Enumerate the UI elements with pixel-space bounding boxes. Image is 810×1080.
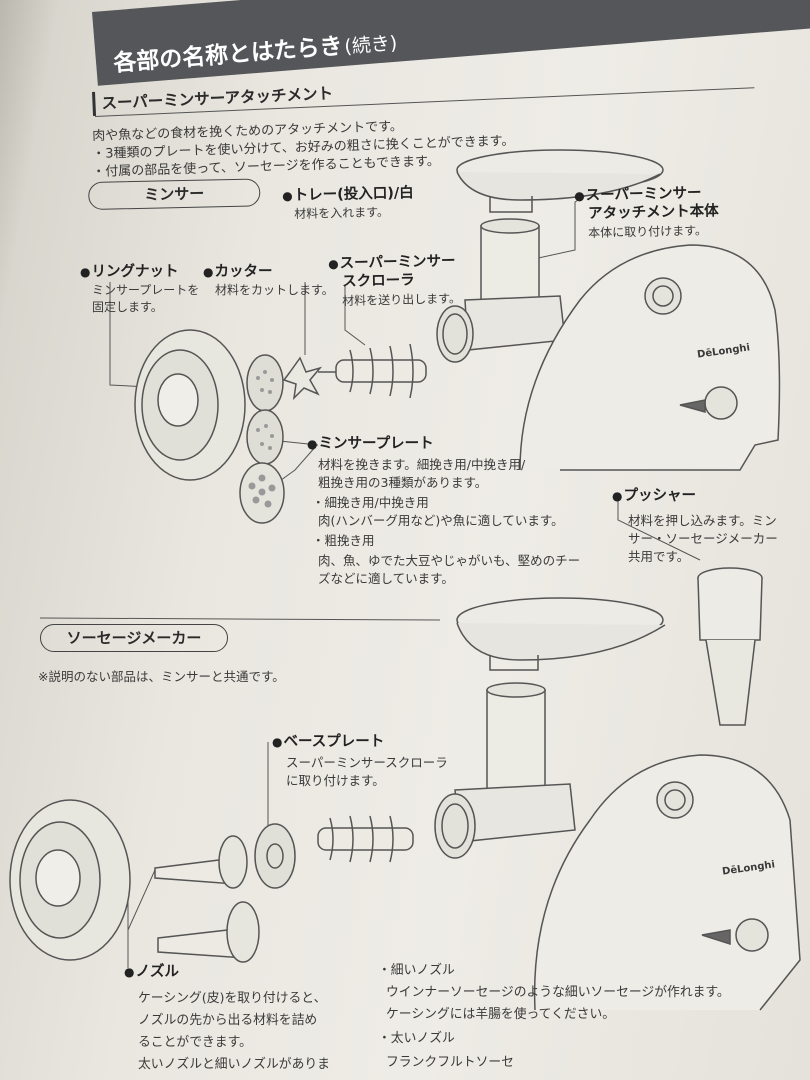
ringnut-label: リングナット <box>80 264 178 281</box>
baseplate-desc-2: に取り付けます。 <box>286 773 385 788</box>
plate-desc: ・粗挽き用 <box>312 533 375 548</box>
thin-nozzle-text: ケーシングには羊腸を使ってください。 <box>386 1007 616 1022</box>
body-label-1: スーパーミンサー <box>574 185 702 205</box>
plate-desc: ズなどに適しています。 <box>318 571 454 586</box>
plate-desc: 肉、魚、ゆでた大豆やじゃがいも、堅めのチー <box>318 553 581 568</box>
baseplate-desc-1: スーパーミンサースクローラ <box>286 755 448 770</box>
pusher-desc: 材料を押し込みます。ミン <box>628 513 777 528</box>
scroller-label-1: スーパーミンサー <box>328 253 456 273</box>
plate-desc: 材料を挽きます。細挽き用/中挽き用/ <box>318 457 526 472</box>
thin-nozzle-text: ・細いノズル <box>378 963 455 978</box>
body-label-2: アタッチメント本体 <box>588 203 719 222</box>
nozzle-label: ノズル <box>124 964 179 981</box>
plate-desc: ・細挽き用/中挽き用 <box>312 495 429 510</box>
ringnut-desc-1: ミンサープレートを <box>92 283 200 297</box>
pusher-desc: サー・ソーセージメーカー <box>628 531 778 546</box>
sausage-pill: ソーセージメーカー <box>40 624 228 652</box>
ringnut-desc-2: 固定します。 <box>92 300 163 314</box>
cutter-desc: 材料をカットします。 <box>215 283 334 297</box>
pusher-desc: 共用です。 <box>628 549 690 564</box>
plate-desc: 肉(ハンバーグ用など)や魚に適しています。 <box>318 513 564 528</box>
body-desc: 本体に取り付けます。 <box>588 223 708 240</box>
scroller-desc: 材料を送り出します。 <box>342 291 462 308</box>
plate-label: ミンサープレート <box>307 436 433 453</box>
cutter-label: カッター <box>203 264 272 281</box>
thin-nozzle-text: ・太いノズル <box>378 1031 455 1046</box>
plate-desc: 粗挽き用の3種類があります。 <box>318 475 488 490</box>
nozzle-desc: ケーシング(皮)を取り付けると、 <box>138 991 327 1006</box>
thin-nozzle-text: フランクフルトソーセ <box>386 1055 514 1070</box>
tray-label: トレー(投入口)/白 <box>282 185 414 205</box>
sausage-note: ※説明のない部品は、ミンサーと共通です。 <box>38 669 285 684</box>
nozzle-desc: 太いノズルと細いノズルがありま <box>138 1057 330 1072</box>
baseplate-label: ベースプレート <box>272 734 384 751</box>
scroller-label-2: スクローラ <box>342 272 415 290</box>
nozzle-desc: ることができます。 <box>138 1035 252 1050</box>
thin-nozzle-text: ウインナーソーセージのような細いソーセージが作れます。 <box>386 985 730 1000</box>
tray-desc: 材料を入れます。 <box>294 205 390 221</box>
mincer-pill: ミンサー <box>88 178 261 210</box>
nozzle-desc: ノズルの先から出る材料を詰め <box>138 1013 318 1028</box>
pusher-label: プッシャー <box>612 488 696 505</box>
